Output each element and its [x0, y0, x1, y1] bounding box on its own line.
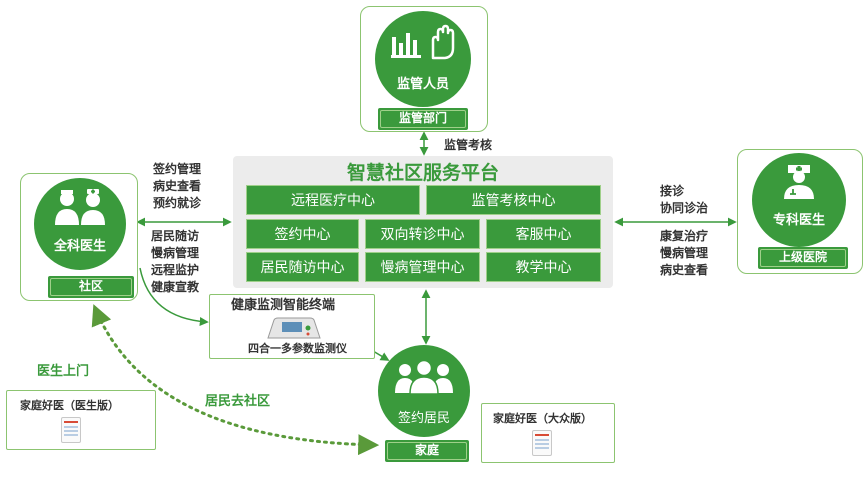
terminal-device-label: 四合一多参数监测仪 — [248, 342, 347, 355]
hospital-circle-label: 专科医生 — [772, 213, 825, 228]
hospital-tag: 上级医院 — [758, 247, 848, 269]
community-services-bottom: 居民随访 慢病管理 远程监护 健康宣教 — [151, 228, 199, 296]
phone-screenshot-icon — [61, 417, 81, 443]
app-public-label: 家庭好医（大众版） — [493, 412, 592, 425]
service-item: 健康宣教 — [151, 280, 200, 294]
phone-screenshot-icon — [532, 430, 552, 456]
service-item: 康复治疗 — [660, 229, 709, 243]
service-item: 居民随访 — [151, 229, 200, 243]
platform-cell-chronic-disease: 慢病管理中心 — [365, 252, 480, 282]
hospital-tag-label: 上级医院 — [778, 250, 827, 264]
stop-hand-icon — [431, 24, 455, 60]
chart-icon — [391, 33, 421, 58]
specialist-icon — [784, 165, 814, 199]
family-circle: 签约居民 — [378, 345, 470, 437]
community-tag: 社区 — [48, 276, 134, 298]
community-tag-label: 社区 — [78, 279, 103, 293]
community-circle: 全科医生 — [34, 178, 126, 270]
service-item: 远程监护 — [151, 263, 200, 277]
service-item: 慢病管理 — [151, 246, 200, 260]
app-doctor-label: 家庭好医（医生版） — [20, 399, 119, 412]
hospital-circle: 专科医生 — [752, 153, 846, 247]
family-tag-label: 家庭 — [414, 443, 439, 457]
supervision-tag-label: 监管部门 — [398, 111, 447, 125]
platform-cell-referral: 双向转诊中心 — [365, 219, 480, 249]
supervision-circle-label: 监管人员 — [396, 77, 449, 92]
community-services-top: 签约管理 病史查看 预约就诊 — [153, 161, 201, 212]
platform-cell-signing: 签约中心 — [246, 219, 359, 249]
service-item: 慢病管理 — [660, 246, 709, 260]
service-item: 签约管理 — [153, 162, 202, 176]
platform-cell-teaching: 教学中心 — [486, 252, 601, 282]
doctor-visit-label: 医生上门 — [37, 364, 90, 379]
supervision-circle: 监管人员 — [375, 11, 471, 107]
family-tag: 家庭 — [385, 440, 469, 462]
supervision-tag: 监管部门 — [378, 108, 468, 130]
terminal-title: 健康监测智能终端 — [231, 298, 336, 313]
service-item: 接诊 — [660, 184, 685, 198]
app-doctor-box — [6, 390, 156, 450]
service-item: 预约就诊 — [153, 196, 202, 210]
platform-cell-customer-service: 客服中心 — [486, 219, 601, 249]
community-circle-label: 全科医生 — [53, 239, 106, 254]
residents-group-icon — [395, 359, 453, 395]
family-circle-label: 签约居民 — [397, 411, 450, 426]
service-item: 病史查看 — [660, 263, 709, 277]
service-item: 病史查看 — [153, 179, 202, 193]
supervision-link-label: 监管考核 — [444, 138, 493, 152]
platform-title: 智慧社区服务平台 — [346, 162, 499, 184]
platform-cell-remote-medical: 远程医疗中心 — [246, 185, 420, 215]
dotted-curve — [91, 304, 380, 456]
doctor-nurse-icon — [55, 189, 105, 225]
platform-cell-follow-up: 居民随访中心 — [246, 252, 359, 282]
platform-cell-supervision-assessment: 监管考核中心 — [426, 185, 601, 215]
resident-visit-label: 居民去社区 — [205, 394, 271, 409]
service-item: 协同诊治 — [660, 201, 709, 215]
platform-panel: 智慧社区服务平台 远程医疗中心 监管考核中心 签约中心 双向转诊中心 客服中心 … — [233, 156, 613, 288]
monitor-device-icon — [267, 317, 321, 339]
hospital-services-bottom: 康复治疗 慢病管理 病史查看 — [660, 228, 708, 279]
hospital-services-top: 接诊 协同诊治 — [660, 183, 708, 217]
